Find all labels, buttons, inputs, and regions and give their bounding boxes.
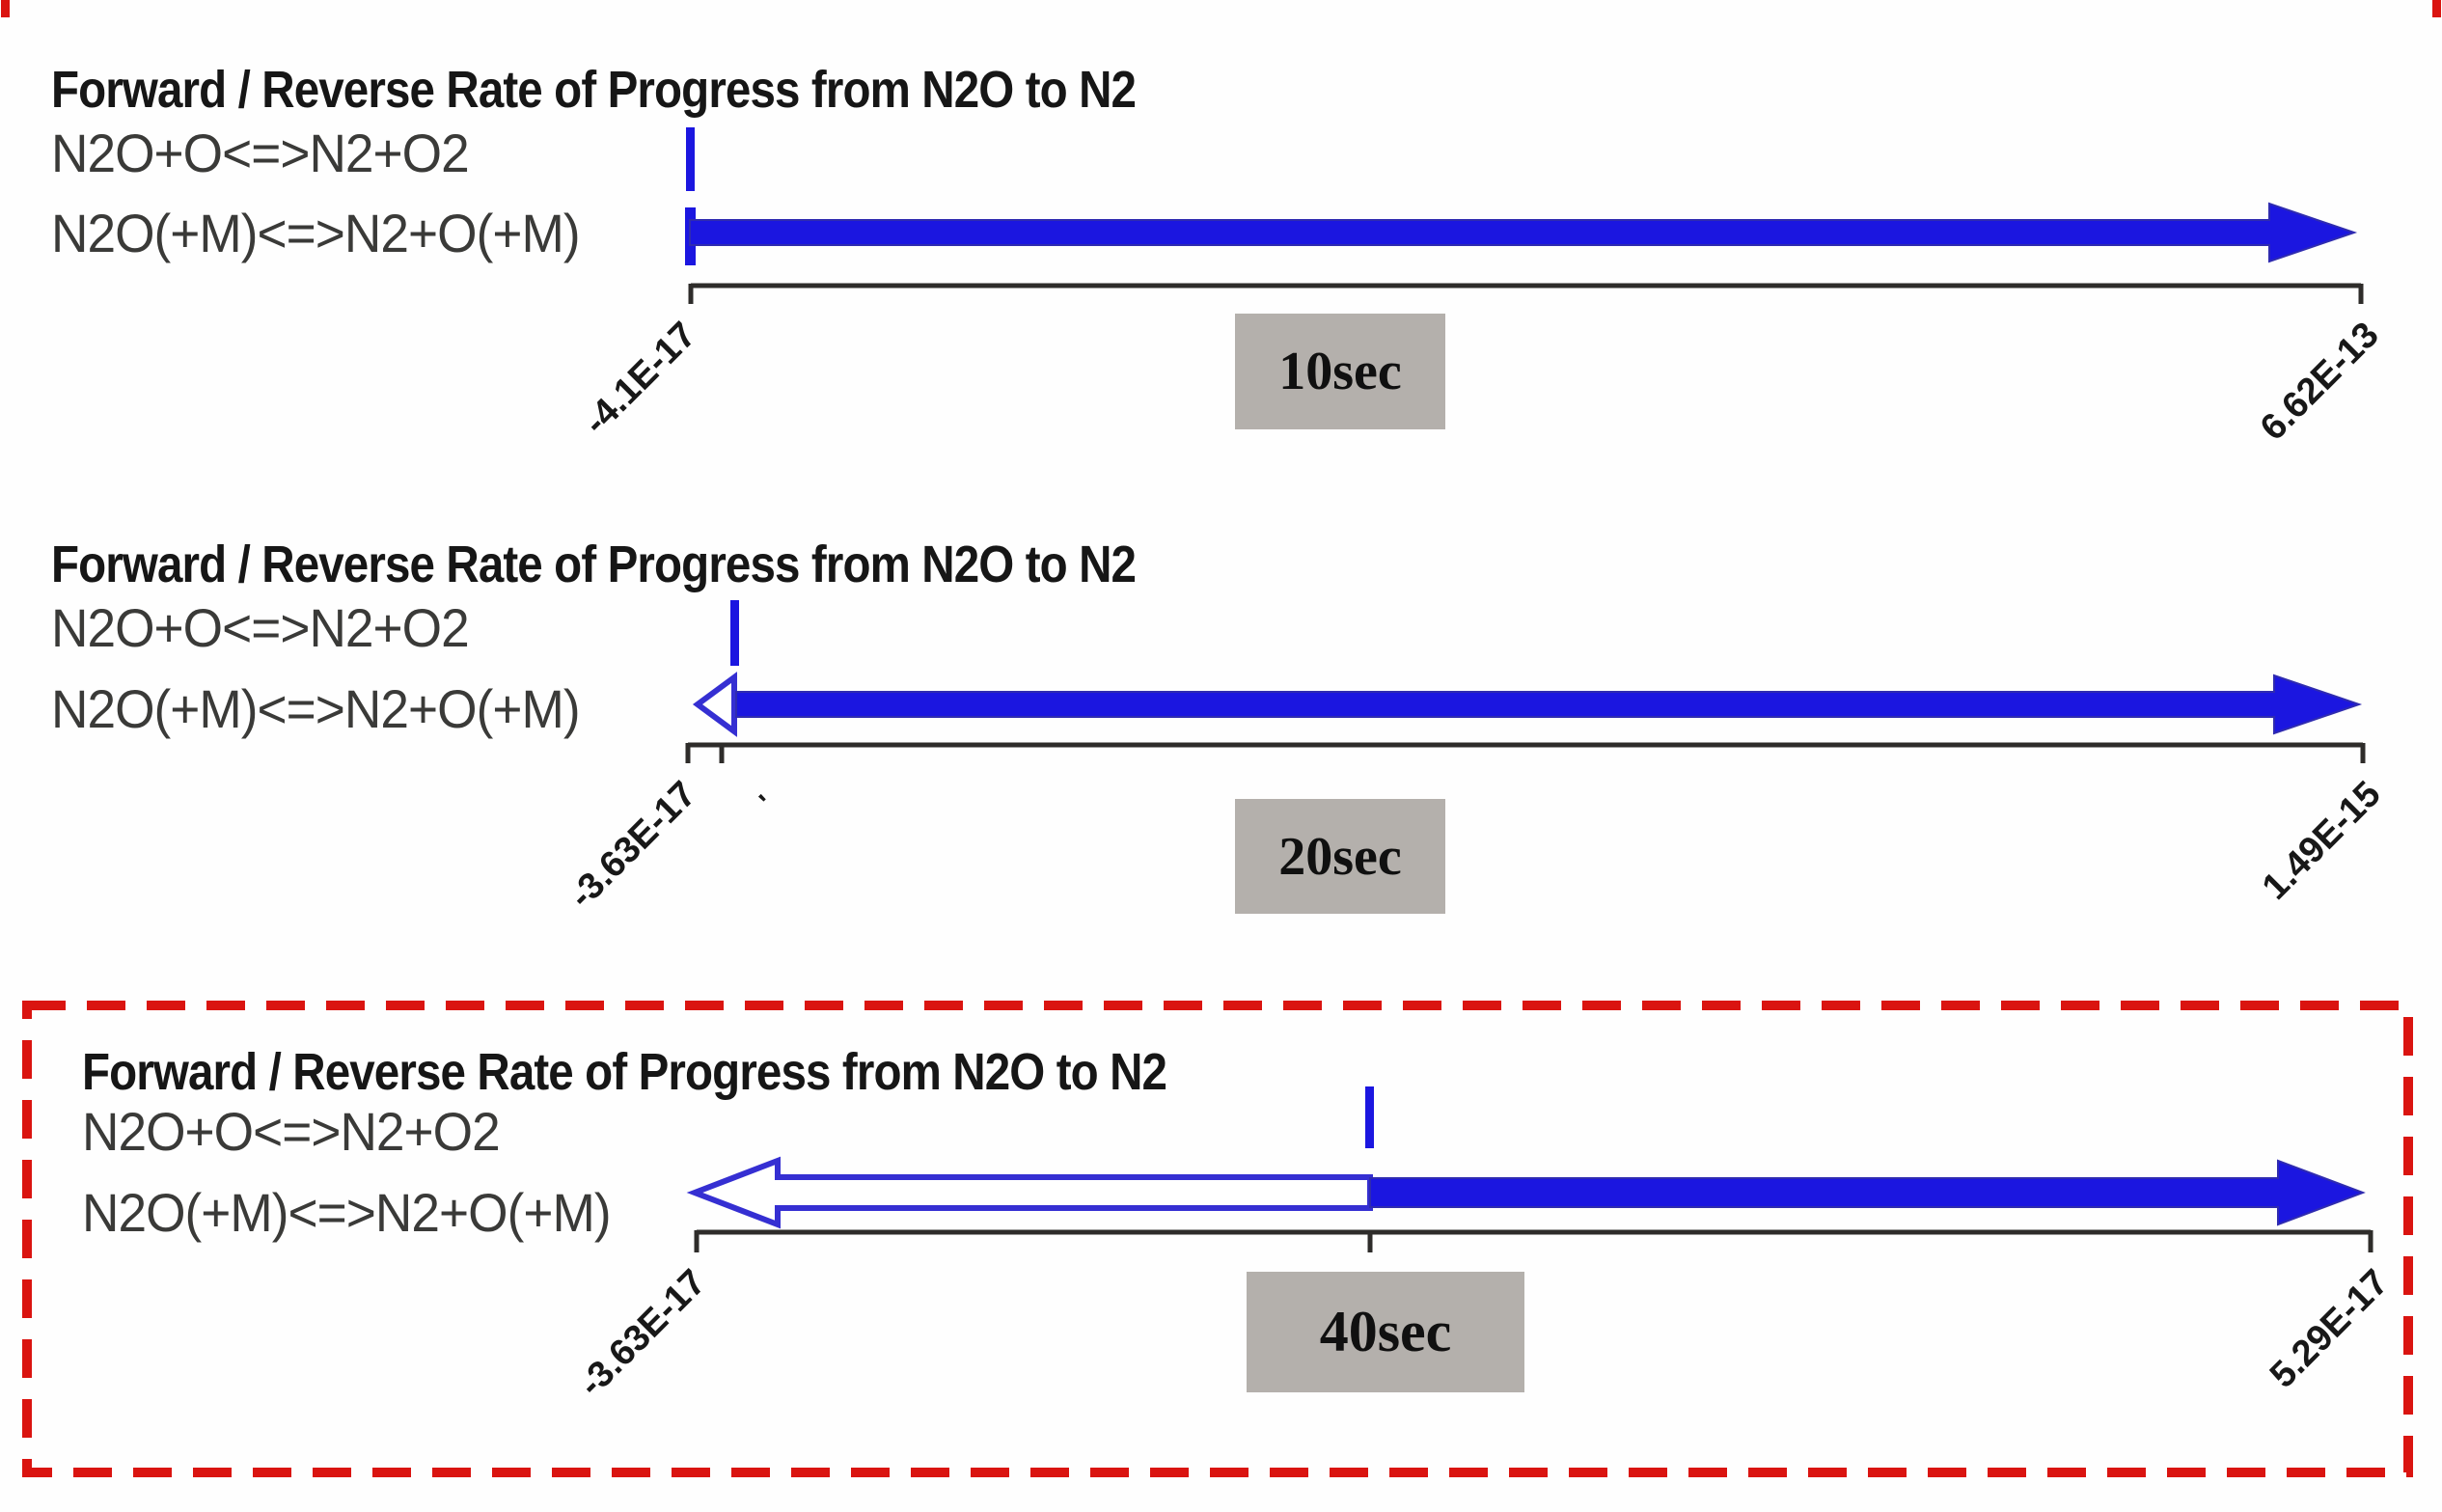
axis-ticks	[688, 284, 2364, 304]
time-badge: 20sec	[1235, 799, 1445, 914]
panel-20sec-graphics	[685, 600, 2366, 763]
forward-arrow	[735, 674, 2363, 735]
forward-arrow	[1369, 1159, 2366, 1226]
reaction-label-2: N2O(+M)<=>N2+O(+M)	[51, 203, 581, 263]
reaction-label-1: N2O+O<=>N2+O2	[51, 123, 470, 183]
highlight-dashed-box	[22, 1001, 2413, 1477]
reverse-open-arrowhead	[692, 672, 737, 737]
panel-title: Forward / Reverse Rate of Progress from …	[51, 61, 1137, 119]
reaction-label-1: N2O+O<=>N2+O2	[51, 597, 470, 658]
forward-arrow	[689, 202, 2358, 263]
red-corner-mark-right	[2432, 0, 2441, 17]
time-badge: 10sec	[1235, 314, 1445, 429]
panel-title: Forward / Reverse Rate of Progress from …	[82, 1043, 1167, 1101]
time-badge: 40sec	[1247, 1272, 1524, 1392]
red-corner-mark-left	[1, 0, 10, 17]
reaction-label-1: N2O+O<=>N2+O2	[82, 1101, 501, 1162]
panel-title: Forward / Reverse Rate of Progress from …	[51, 536, 1137, 593]
reaction1-zero-tick	[1365, 1086, 1374, 1148]
reaction1-zero-tick	[686, 127, 695, 191]
reaction-label-2: N2O(+M)<=>N2+O(+M)	[82, 1182, 612, 1243]
panel-10sec-graphics	[685, 127, 2364, 304]
axis-ticks	[685, 743, 2366, 763]
reaction1-zero-tick	[730, 600, 739, 666]
reaction-label-2: N2O(+M)<=>N2+O(+M)	[51, 678, 581, 739]
axis-ticks	[694, 1230, 2373, 1252]
reverse-open-arrow	[686, 1156, 1373, 1229]
panel-40sec-graphics	[22, 1001, 2413, 1477]
